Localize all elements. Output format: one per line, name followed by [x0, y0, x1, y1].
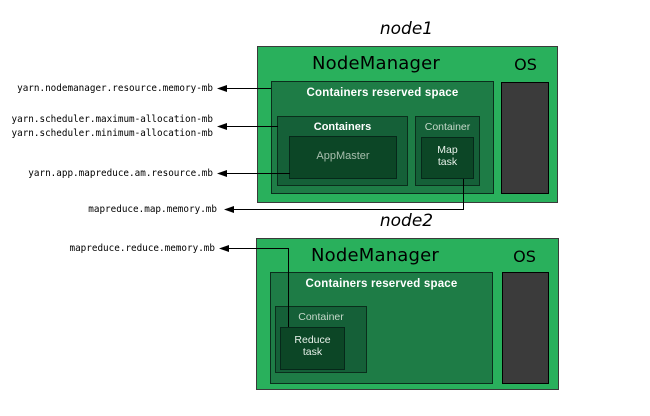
node2-reserved-heading: Containers reserved space	[305, 278, 458, 290]
map-task-line2: task	[437, 155, 458, 168]
node1-containers-box: Containers AppMaster	[277, 116, 408, 186]
map-task-line1: Map	[437, 144, 458, 156]
node2-container-heading: Container	[298, 311, 344, 323]
node1-os-memory-rect	[501, 82, 549, 194]
node1-containers-reserved-space: Containers reserved space Containers App…	[271, 81, 494, 194]
node2-title: node2	[379, 211, 434, 231]
node1-box: NodeManager OS Containers reserved space…	[257, 46, 558, 203]
label-scheduler-minimum-allocation: yarn.scheduler.minimum-allocation-mb	[11, 128, 214, 139]
arrowhead-am-resource	[217, 170, 227, 177]
node1-map-task-box: Map task	[421, 137, 474, 179]
node1-appmaster-box: AppMaster	[289, 136, 397, 179]
arrowhead-map-memory	[224, 206, 234, 213]
reduce-task-line1: Reduce	[294, 334, 331, 346]
node2-box: NodeManager OS Containers reserved space…	[256, 238, 559, 390]
node2-os-memory-rect	[502, 272, 549, 384]
node1-map-task-label: Map task	[422, 144, 473, 168]
label-am-resource-mb: yarn.app.mapreduce.am.resource.mb	[28, 168, 213, 179]
node1-containers-heading: Containers	[313, 121, 372, 133]
node1-appmaster-label: AppMaster	[316, 150, 370, 162]
label-nodemanager-resource-memory: yarn.nodemanager.resource.memory-mb	[17, 83, 213, 94]
arrowhead-scheduler-allocation	[217, 123, 227, 130]
label-scheduler-maximum-allocation: yarn.scheduler.maximum-allocation-mb	[11, 114, 214, 125]
arrowhead-nodemanager-resource	[217, 85, 227, 92]
label-map-memory-mb: mapreduce.map.memory.mb	[88, 204, 217, 215]
reduce-task-line2: task	[302, 345, 323, 358]
node1-container-box: Container Map task	[415, 116, 480, 186]
node2-containers-reserved-space: Containers reserved space Container Redu…	[270, 272, 493, 384]
node2-reduce-task-box: Reduce task	[280, 327, 345, 370]
node2-container-box: Container Reduce task	[275, 306, 367, 373]
node2-os-heading: OS	[513, 247, 536, 266]
node1-reserved-heading: Containers reserved space	[306, 87, 459, 99]
node1-nodemanager-heading: NodeManager	[311, 53, 441, 74]
node1-title: node1	[379, 19, 434, 39]
node2-reduce-task-label: Reduce task	[281, 334, 344, 358]
node1-os-heading: OS	[514, 55, 537, 74]
node2-nodemanager-heading: NodeManager	[310, 245, 440, 266]
arrowhead-reduce-memory	[219, 245, 229, 252]
label-reduce-memory-mb: mapreduce.reduce.memory.mb	[69, 243, 215, 254]
node1-container-heading: Container	[424, 121, 471, 133]
